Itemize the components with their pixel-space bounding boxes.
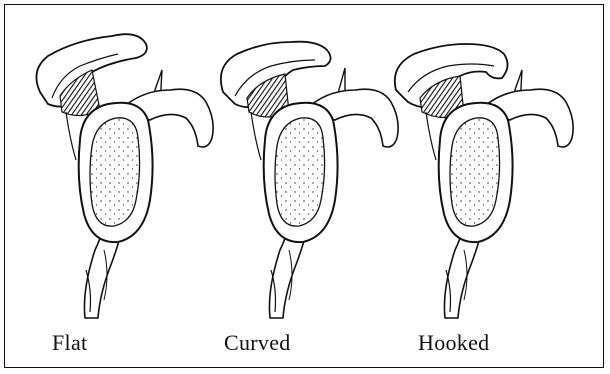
scapula-hooked-illustration <box>360 0 610 330</box>
label-curved: Curved <box>224 330 291 356</box>
label-hooked: Hooked <box>418 330 489 356</box>
label-flat: Flat <box>52 330 87 356</box>
